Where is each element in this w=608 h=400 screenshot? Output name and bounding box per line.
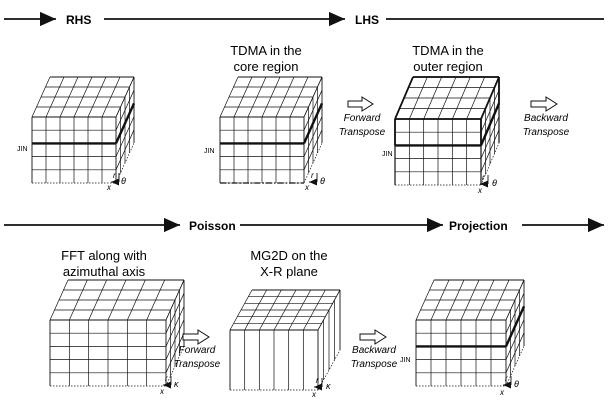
rhs-jin-label: JIN: [17, 146, 28, 153]
forward-top-line2: Transpose: [339, 127, 386, 138]
final-axis-x: x: [499, 388, 505, 397]
rhs-axis-x: x: [106, 183, 112, 192]
mg2d-grid-block: [229, 289, 341, 391]
core-jin-label: JIN: [204, 148, 215, 155]
final-axis-r: r: [505, 374, 508, 383]
bottom-flow-line: Poisson Projection: [4, 217, 604, 233]
mg2d-axis-r: r: [316, 376, 319, 385]
core-axis-r: r: [311, 171, 314, 180]
outer-axis-x: x: [477, 186, 483, 195]
core-title-line1: TDMA in the: [230, 43, 302, 58]
rhs-grid-block: [31, 76, 136, 184]
backward-transpose-bottom: Backward Transpose: [351, 329, 398, 370]
backward-bottom-line2: Transpose: [351, 359, 398, 370]
outline-edge: [394, 76, 414, 120]
mg2d-axis-x: x: [311, 390, 317, 399]
rhs-axis-r: r: [113, 171, 116, 180]
rhs-axes: x r θ: [106, 171, 126, 192]
backward-top-line1: Backward: [524, 113, 568, 124]
final-axes: x r θ: [499, 374, 519, 397]
final-grid-block: [415, 279, 526, 387]
forward-transpose-top: Forward Transpose: [339, 96, 386, 138]
core-axis-theta: θ: [320, 176, 325, 186]
final-axis-theta: θ: [514, 379, 519, 389]
backward-bottom-line1: Backward: [352, 345, 396, 356]
mg2d-axis-kappa: κ: [326, 381, 331, 391]
outer-title-line1: TDMA in the: [412, 43, 484, 58]
outer-axes: x r θ: [477, 173, 497, 195]
outer-grid-block: [394, 76, 501, 186]
fft-axis-x: x: [159, 387, 165, 396]
mg2d-title-line2: X-R plane: [260, 264, 318, 279]
outer-axis-theta: θ: [492, 178, 497, 188]
mg2d-title-line1: MG2D on the: [250, 248, 327, 263]
outer-title-line2: outer region: [413, 59, 482, 74]
core-title-line2: core region: [233, 59, 298, 74]
outer-axis-r: r: [482, 173, 485, 182]
core-grid-block: [219, 76, 324, 184]
stage-lhs-label: LHS: [355, 13, 379, 27]
top-flow-line: RHS LHS: [4, 11, 604, 27]
outline-edge: [480, 76, 500, 120]
stage-poisson-label: Poisson: [189, 219, 236, 233]
fft-axis-r: r: [165, 374, 168, 383]
jin-line: [114, 102, 136, 144]
fft-grid-block: [49, 279, 185, 387]
forward-bottom-line1: Forward: [179, 345, 216, 356]
mg2d-axes: x r κ: [311, 376, 331, 399]
stage-projection-label: Projection: [449, 219, 508, 233]
core-axes: x r θ: [304, 171, 325, 192]
forward-bottom-line2: Transpose: [174, 359, 221, 370]
fft-title-line1: FFT along with: [61, 248, 147, 263]
backward-transpose-top: Backward Transpose: [523, 96, 570, 138]
stage-rhs-label: RHS: [66, 13, 91, 27]
outline-edge: [480, 103, 500, 146]
fft-axes: x r κ: [159, 374, 179, 396]
jin-line: [504, 305, 526, 347]
fft-axis-kappa: κ: [174, 379, 179, 389]
outer-jin-label: JIN: [382, 151, 393, 158]
forward-top-line1: Forward: [344, 113, 381, 124]
backward-top-line2: Transpose: [523, 127, 570, 138]
rhs-axis-theta: θ: [121, 176, 126, 186]
fft-title-line2: azimuthal axis: [63, 264, 146, 279]
final-jin-label: JIN: [400, 357, 411, 364]
core-axis-x: x: [304, 183, 310, 192]
forward-transpose-bottom: Forward Transpose: [174, 329, 221, 370]
jin-line: [302, 102, 324, 144]
